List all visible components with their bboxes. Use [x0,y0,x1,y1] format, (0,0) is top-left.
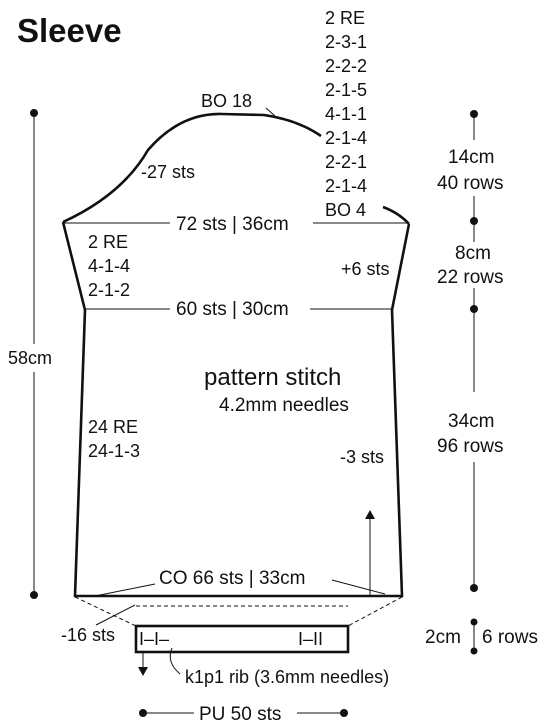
top-bind-off-leader [265,107,276,117]
measure-dot [470,584,478,592]
cuff-measure-rows: 6 rows [482,627,538,648]
measure-cm: 8cm [455,243,491,264]
stitch-pattern-label: pattern stitch [204,364,341,391]
pickup-dash-left [74,596,137,627]
total-length-label: 58cm [8,348,52,368]
sleeve-outline [61,112,411,598]
needles-label: 4.2mm needles [219,395,349,416]
top-bind-off-label: BO 18 [201,91,252,111]
measure-cm: 14cm [448,147,494,168]
pickup-dot-left [139,709,147,717]
arrowhead-up [365,510,375,519]
measure-cm: 34cm [448,411,494,432]
measure-rows: 96 rows [437,436,504,457]
pickup-label: PU 50 sts [199,704,281,723]
lower-width-label: 60 sts | 30cm [176,299,289,320]
cap-step: 2 RE [325,8,365,28]
lower-increase-step: 24-1-3 [88,441,140,461]
rib-symbol-right: I–II [298,629,323,649]
cap-decreases-list: 2 RE 2-3-1 2-2-2 2-1-5 4-1-1 2-1-4 2-2-1… [325,8,367,220]
upper-increase-step: 2-1-2 [88,280,130,300]
total-length-dot-top [30,109,38,117]
measure-rows: 40 rows [437,173,504,194]
rib-symbol-left: I–I– [139,629,169,649]
cuff-measure-cm: 2cm [425,627,461,648]
rib-cuff [134,624,350,654]
cap-step: 2-1-4 [325,128,367,148]
cap-step: 2-3-1 [325,32,367,52]
arrowhead-down [138,667,148,676]
upper-width-label: 72 sts | 36cm [176,214,289,235]
upper-increase-step: 2 RE [88,232,128,252]
cap-shaping-label: -27 sts [141,162,195,182]
measure-dot [470,110,478,118]
cap-step: 4-1-1 [325,104,367,124]
measure-rows: 22 rows [437,267,504,288]
cap-step: 2-2-1 [325,152,367,172]
cap-step: 2-2-2 [325,56,367,76]
cuff-decrease-leader [95,604,136,626]
pickup-dash-right [347,596,403,627]
cuff-decrease-label: -16 sts [61,625,115,645]
cap-step: 2-1-4 [325,176,367,196]
measure-dot [470,217,478,225]
total-length-dot-bottom [30,591,38,599]
pickup-dot-right [340,709,348,717]
cap-step: BO 4 [325,200,366,220]
rib-leader [169,647,181,675]
lower-increase-step: 24 RE [88,417,138,437]
cast-on-leader-left [94,583,156,597]
measure-dot [470,305,478,313]
cast-on-leader-right [331,579,386,595]
cast-on-label: CO 66 sts | 33cm [159,568,305,589]
upper-increase-step: 4-1-4 [88,256,130,276]
lower-side-label: -3 sts [340,447,384,467]
cap-step: 2-1-5 [325,80,367,100]
upper-side-label: +6 sts [341,259,390,279]
page-title: Sleeve [17,12,122,49]
rib-label: k1p1 rib (3.6mm needles) [185,667,389,687]
